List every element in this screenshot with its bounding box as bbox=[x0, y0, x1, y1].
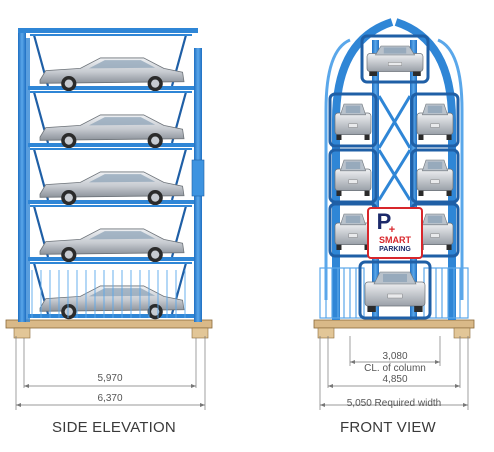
side-level-5 bbox=[28, 262, 194, 320]
front-cell-left-1 bbox=[328, 92, 378, 148]
front-arch-right-outer bbox=[437, 38, 464, 300]
side-column-left-inner bbox=[26, 38, 30, 322]
side-inner-width-label: 5,970 bbox=[97, 373, 123, 384]
side-elevation bbox=[5, 28, 213, 339]
side-pallet-levels bbox=[28, 34, 194, 320]
side-elevation-caption: SIDE ELEVATION bbox=[52, 419, 176, 436]
front-cell-right-1 bbox=[410, 92, 460, 148]
front-cell-top bbox=[360, 34, 430, 84]
front-column-caption: CL. of column bbox=[364, 363, 426, 374]
front-dimension-ticks bbox=[320, 360, 468, 407]
side-foundation bbox=[5, 319, 213, 329]
side-footing-left bbox=[13, 327, 31, 339]
logo-mark-p: P bbox=[376, 209, 392, 234]
front-view-caption: FRONT VIEW bbox=[340, 419, 436, 436]
front-dimensions bbox=[319, 336, 469, 410]
side-level-3 bbox=[28, 148, 194, 206]
front-pallet-cells bbox=[328, 34, 460, 320]
side-footing-right bbox=[191, 327, 209, 339]
front-column-spacing-label: 3,080 bbox=[382, 351, 408, 362]
side-ground-fence bbox=[31, 270, 186, 318]
front-inner-width-label: 4,850 bbox=[382, 374, 408, 385]
side-column-right-cap bbox=[191, 159, 205, 197]
side-dimension-ticks bbox=[16, 384, 205, 407]
front-cell-right-3 bbox=[410, 202, 460, 258]
front-foundation bbox=[313, 319, 475, 329]
front-tower-bracing bbox=[377, 95, 412, 201]
side-level-2 bbox=[28, 91, 194, 149]
front-cell-ground bbox=[358, 260, 432, 320]
side-column-left bbox=[18, 30, 26, 322]
logo-line-smart: SMART bbox=[379, 235, 411, 245]
logo-plus-icon: + bbox=[388, 224, 396, 236]
side-level-4 bbox=[28, 205, 194, 263]
front-footing-right bbox=[453, 327, 471, 339]
front-cell-left-2 bbox=[328, 148, 378, 204]
front-cell-right-2 bbox=[410, 148, 460, 204]
front-base-fence bbox=[319, 267, 469, 319]
side-top-beam bbox=[18, 28, 198, 33]
front-arch-left-outer bbox=[324, 38, 351, 300]
side-outer-width-label: 6,370 bbox=[97, 393, 123, 404]
side-level-1 bbox=[28, 34, 194, 92]
logo-line-parking: PARKING bbox=[379, 246, 411, 253]
front-footing-left bbox=[317, 327, 335, 339]
front-required-width-label: 5,050 Required width bbox=[346, 398, 442, 409]
smart-parking-logo bbox=[367, 207, 423, 259]
side-dimensions bbox=[15, 336, 206, 410]
